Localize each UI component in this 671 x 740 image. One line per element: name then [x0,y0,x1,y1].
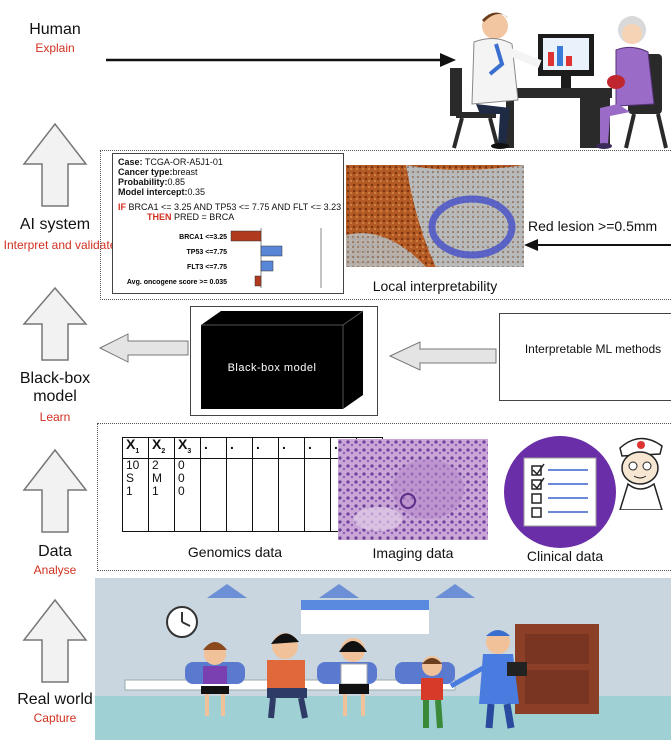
genomics-value-cell [226,458,253,532]
genomics-header-cell: . [200,437,227,459]
lesion-label: Red lesion >=0.5mm [528,218,658,234]
probability-line: Probability:0.85 [118,177,185,187]
level-human-title: Human [29,21,81,38]
level-blackbox-action: Learn [39,410,71,424]
rule-condition: BRCA1 <= 3.25 AND TP53 <= 7.75 AND FLT <… [128,202,342,212]
genomics-caption: Genomics data [187,544,283,560]
genomics-header-cell: . [252,437,279,459]
clipboard-checklist-icon [504,436,616,548]
clinical-caption: Clinical data [526,548,604,564]
genomics-header-cell: X1 [122,437,149,459]
cancer-value: breast [172,167,198,177]
data-panel [97,423,671,571]
left-arrow-icon [388,341,497,371]
genomics-value-cell [200,458,227,532]
level-human-action: Explain [35,41,75,55]
genomics-header-cell: X2 [148,437,175,459]
level-ai-title: AI system [19,216,91,233]
black-box-label: Black-box model [227,362,317,374]
doctor-at-computer-icon [450,12,668,149]
case-line: Case: TCGA-OR-A5J1-01 [118,157,223,167]
cancer-line: Cancer type:breast [118,167,198,177]
left-arrow-icon [98,333,189,363]
level-blackbox-title: Black-box model [19,370,91,405]
local-interpretability-caption: Local interpretability [372,278,498,294]
intercept-line: Model intercept:0.35 [118,187,205,197]
histology-image [338,439,488,540]
up-arrow-icon [22,448,88,533]
genomics-value-cell [278,458,305,532]
feature-label: TP53 <=7.75 [187,249,228,256]
level-data-title: Data [38,543,72,560]
genomics-value-cell [252,458,279,532]
black-box-cube [201,310,364,409]
level-real-action: Capture [33,711,77,725]
genomics-header-cell: . [304,437,331,459]
intercept-label: Model intercept: [118,187,188,197]
case-label: Case: [118,157,143,167]
local-explanation-card: Case: TCGA-OR-A5J1-01 Cancer type:breast… [112,153,344,294]
cancer-label: Cancer type: [118,167,173,177]
level-real-title: Real world [17,691,93,708]
feature-label: FLT3 <=7.75 [187,264,227,271]
rule-if-line: IF BRCA1 <= 3.25 AND TP53 <= 7.75 AND FL… [118,202,341,212]
level-ai-action: Interpret and validate [3,238,117,252]
ai-system-panel [100,150,671,300]
feature-label: Avg. oncogene score >= 0.035 [127,279,227,286]
feature-bar [254,275,262,287]
feature-bar [260,260,274,272]
imaging-caption: Imaging data [372,545,454,561]
explain-arrow [106,53,456,67]
genomics-value-cell [304,458,331,532]
probability-label: Probability: [118,177,168,187]
intercept-value: 0.35 [187,187,206,197]
ml-methods-box: Interpretable ML methods [499,313,671,401]
genomics-header-cell: . [226,437,253,459]
probability-value: 0.85 [167,177,186,187]
waiting-room-illustration [95,578,671,740]
up-arrow-icon [22,598,88,683]
feature-label: BRCA1 <=3.25 [179,234,227,241]
level-data-action: Analyse [33,563,77,577]
lesion-pointer-arrow [524,239,671,251]
rule-then-keyword: THEN [147,212,172,222]
rule-if-keyword: IF [118,202,126,212]
black-box-panel: Black-box model [190,306,378,416]
genomics-header-cell: . [278,437,305,459]
ml-methods-label: Interpretable ML methods [524,342,662,356]
rule-prediction: PRED = BRCA [174,212,235,222]
rule-then-line: THEN PRED = BRCA [147,212,234,222]
feature-bar [260,245,283,257]
up-arrow-icon [22,122,88,207]
genomics-header-cell: X3 [174,437,201,459]
up-arrow-icon [22,286,88,361]
case-value: TCGA-OR-A5J1-01 [144,157,223,167]
feature-bar [230,230,262,242]
tissue-image [346,165,524,267]
nurse-icon [619,437,663,510]
